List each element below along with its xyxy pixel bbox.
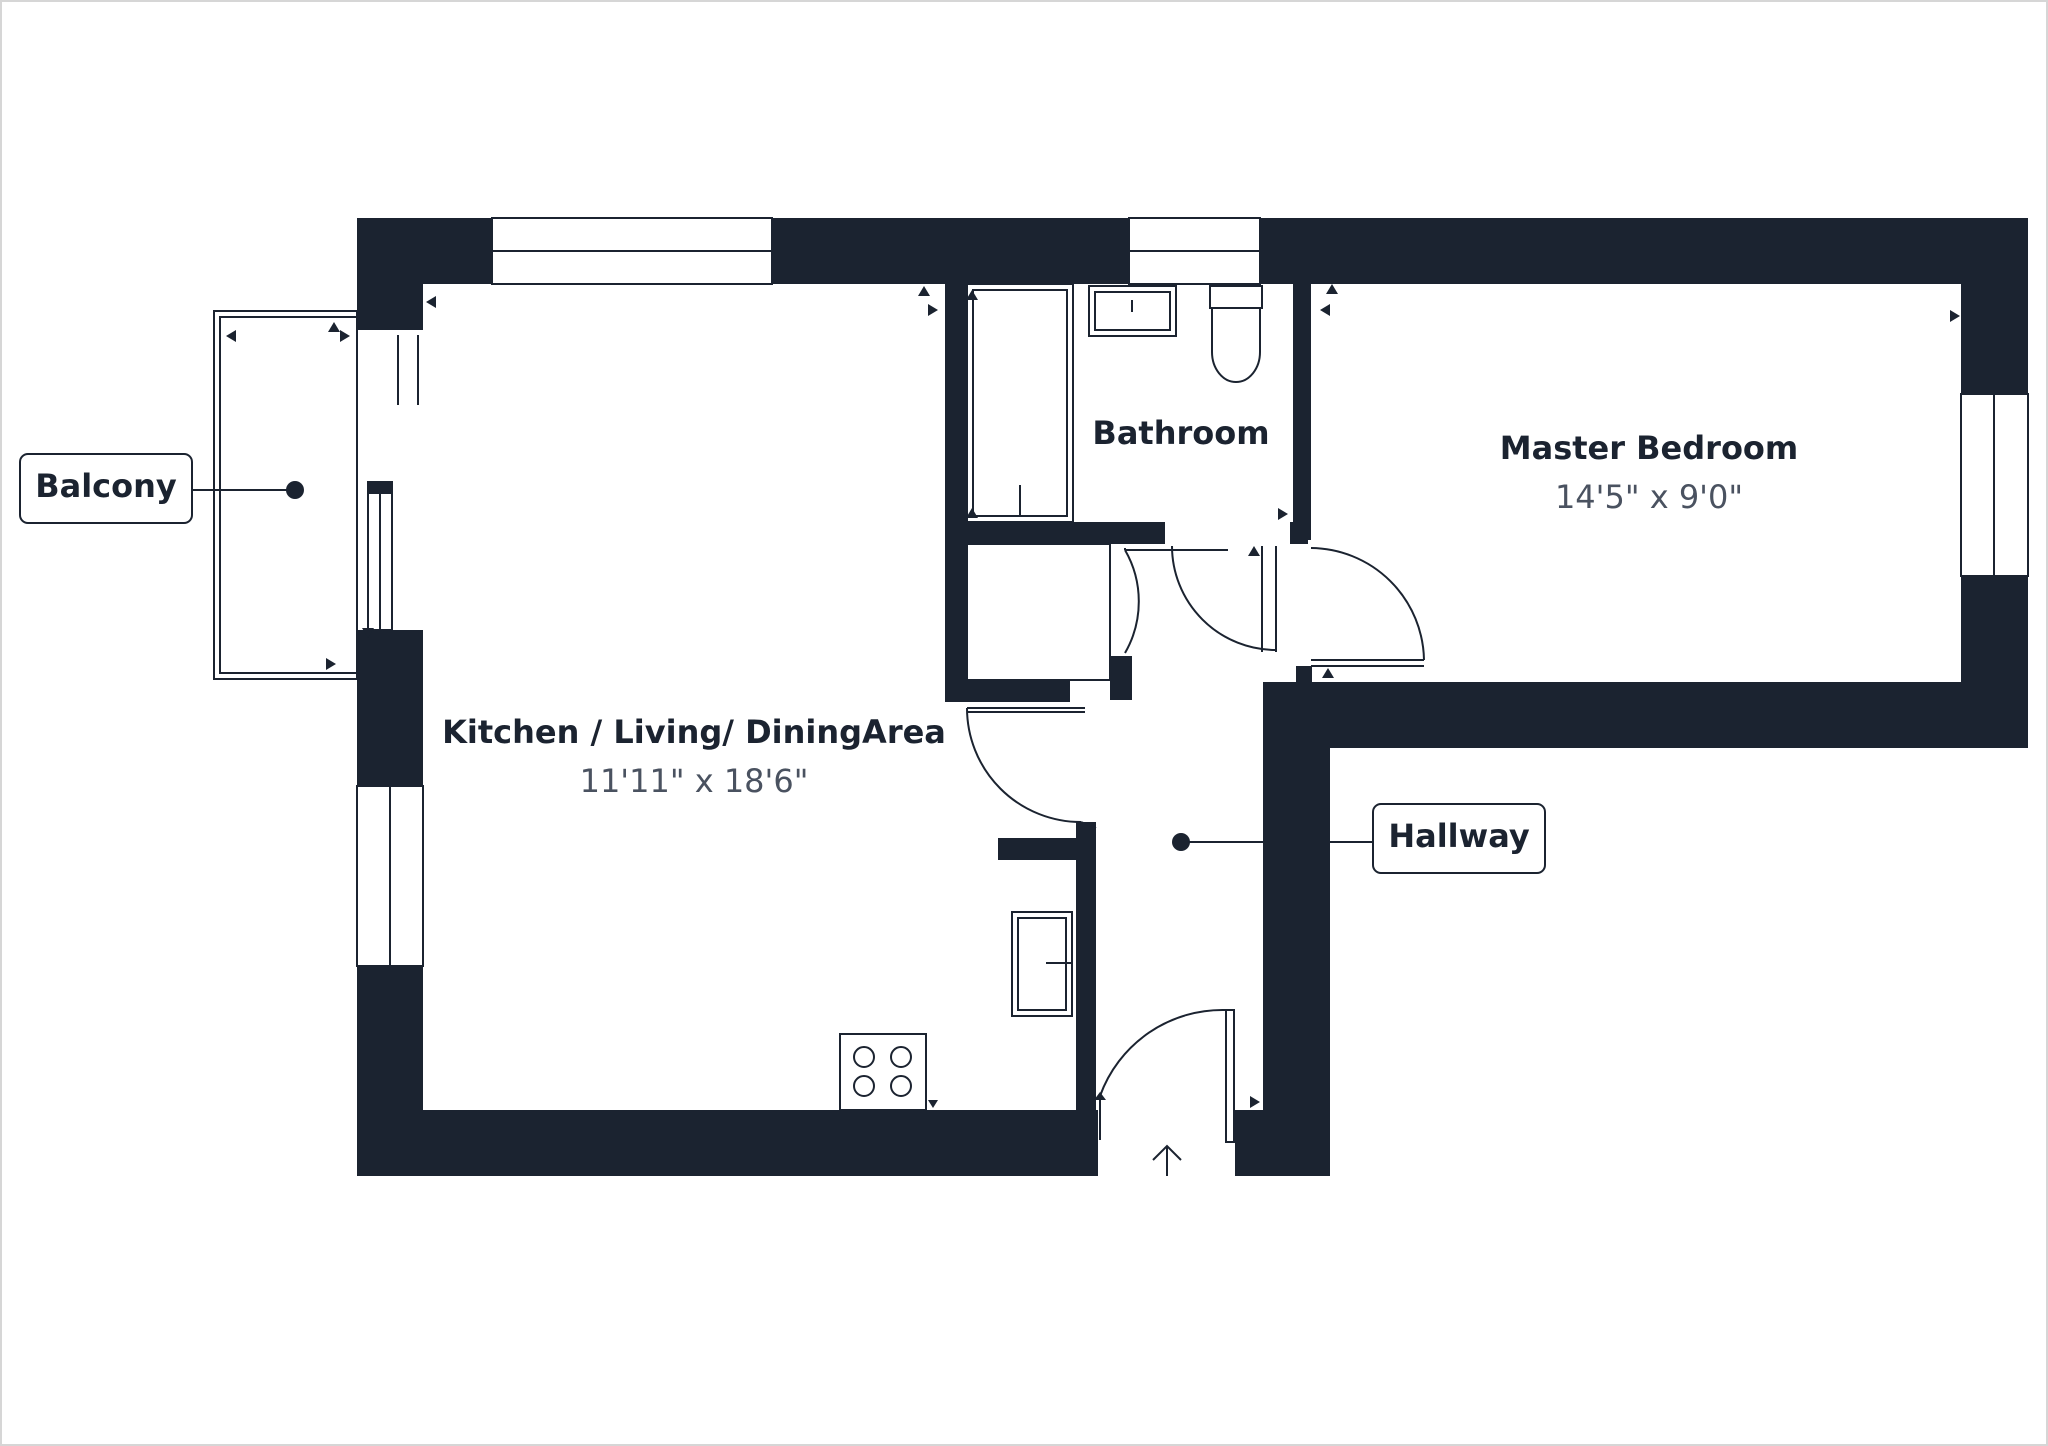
hallway-callout: Hallway xyxy=(1172,803,1546,874)
balcony-callout-label: Balcony xyxy=(35,467,177,505)
bathroom-fixtures xyxy=(966,283,1288,654)
kitchen-room-dimensions: 11'11" x 18'6" xyxy=(580,762,809,800)
kitchen-room-name: Kitchen / Living/ DiningArea xyxy=(442,713,946,751)
hob-icon xyxy=(839,1033,927,1111)
bathtub-icon xyxy=(966,283,1074,523)
bedroom-room-name: Master Bedroom xyxy=(1500,429,1799,467)
sink-icon xyxy=(1088,285,1177,337)
windows xyxy=(356,217,2029,967)
balcony-callout: Balcony xyxy=(19,453,304,524)
bedroom-room-dimensions: 14'5" x 9'0" xyxy=(1555,478,1743,516)
entrance xyxy=(1094,1008,1260,1176)
bathroom-room-name: Bathroom xyxy=(1092,414,1269,452)
kitchen-fixtures xyxy=(426,286,1097,1111)
balcony xyxy=(213,310,419,680)
hallway-callout-label: Hallway xyxy=(1388,817,1529,855)
hallway-marker-dot xyxy=(1172,833,1190,851)
balcony-marker-dot xyxy=(286,481,304,499)
bedroom-door xyxy=(1310,284,1960,678)
toilet-icon xyxy=(1209,285,1263,309)
storage-cupboard xyxy=(966,543,1111,681)
walls xyxy=(357,218,2028,1176)
